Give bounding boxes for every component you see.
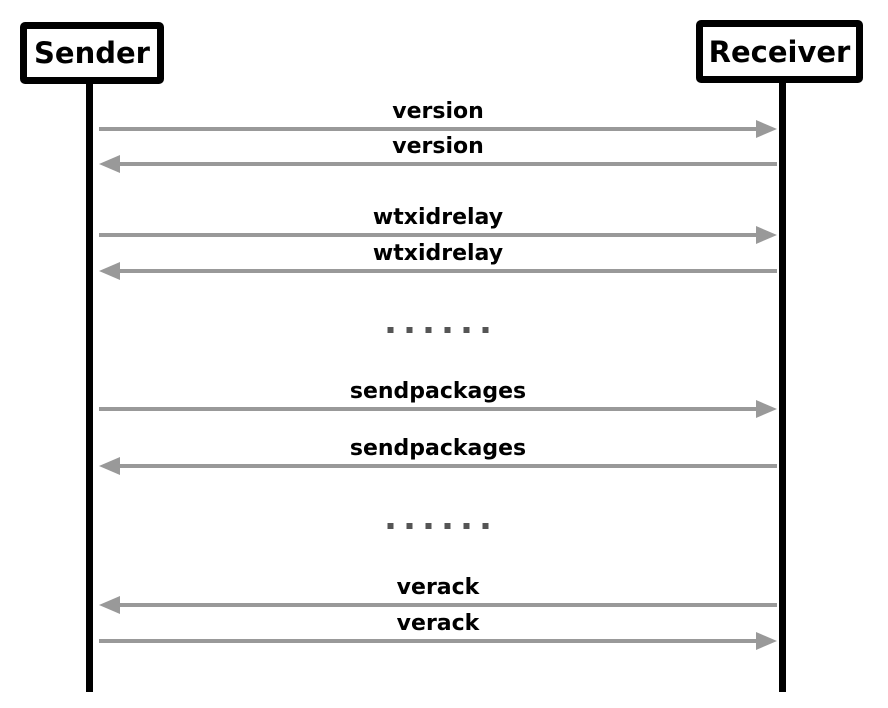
ellipsis-dots: [387, 327, 489, 333]
message-label: wtxidrelay: [372, 241, 504, 266]
message-line: [99, 639, 756, 643]
ellipsis-dot: [463, 327, 470, 333]
arrowhead-left-icon: [99, 596, 120, 614]
ellipsis-dot: [444, 523, 451, 529]
actor-label-sender: Sender: [34, 36, 150, 70]
ellipsis-dot: [482, 523, 489, 529]
arrowhead-left-icon: [99, 457, 120, 475]
actor-label-receiver: Receiver: [708, 34, 851, 69]
ellipsis-dot: [406, 327, 413, 333]
message-line: [120, 162, 777, 166]
arrowhead-right-icon: [756, 120, 777, 138]
message-line: [99, 127, 756, 131]
ellipsis-dot: [463, 523, 470, 529]
message-label: wtxidrelay: [372, 205, 504, 230]
ellipsis-dot: [482, 327, 489, 333]
message-line: [99, 407, 756, 411]
message-label: verack: [396, 611, 480, 636]
message-label: version: [392, 99, 484, 124]
actor-box-receiver: Receiver: [696, 20, 863, 83]
lifeline-sender: [86, 50, 93, 692]
ellipsis-dot: [387, 327, 394, 333]
message-line: [99, 233, 756, 237]
arrowhead-left-icon: [99, 155, 120, 173]
ellipsis-dot: [387, 523, 394, 529]
ellipsis-dots: [387, 523, 489, 529]
message-line: [120, 269, 777, 273]
message-line: [120, 464, 777, 468]
message-label: sendpackages: [349, 436, 527, 461]
message-label: version: [392, 134, 484, 159]
message-label: verack: [396, 575, 480, 600]
message-label: sendpackages: [349, 379, 527, 404]
arrowhead-right-icon: [756, 632, 777, 650]
ellipsis-dot: [406, 523, 413, 529]
ellipsis-dot: [425, 327, 432, 333]
arrowhead-right-icon: [756, 400, 777, 418]
arrowhead-right-icon: [756, 226, 777, 244]
lifeline-receiver: [779, 50, 786, 692]
actor-box-sender: Sender: [20, 22, 164, 84]
ellipsis-dot: [444, 327, 451, 333]
ellipsis-dot: [425, 523, 432, 529]
arrowhead-left-icon: [99, 262, 120, 280]
message-line: [120, 603, 777, 607]
